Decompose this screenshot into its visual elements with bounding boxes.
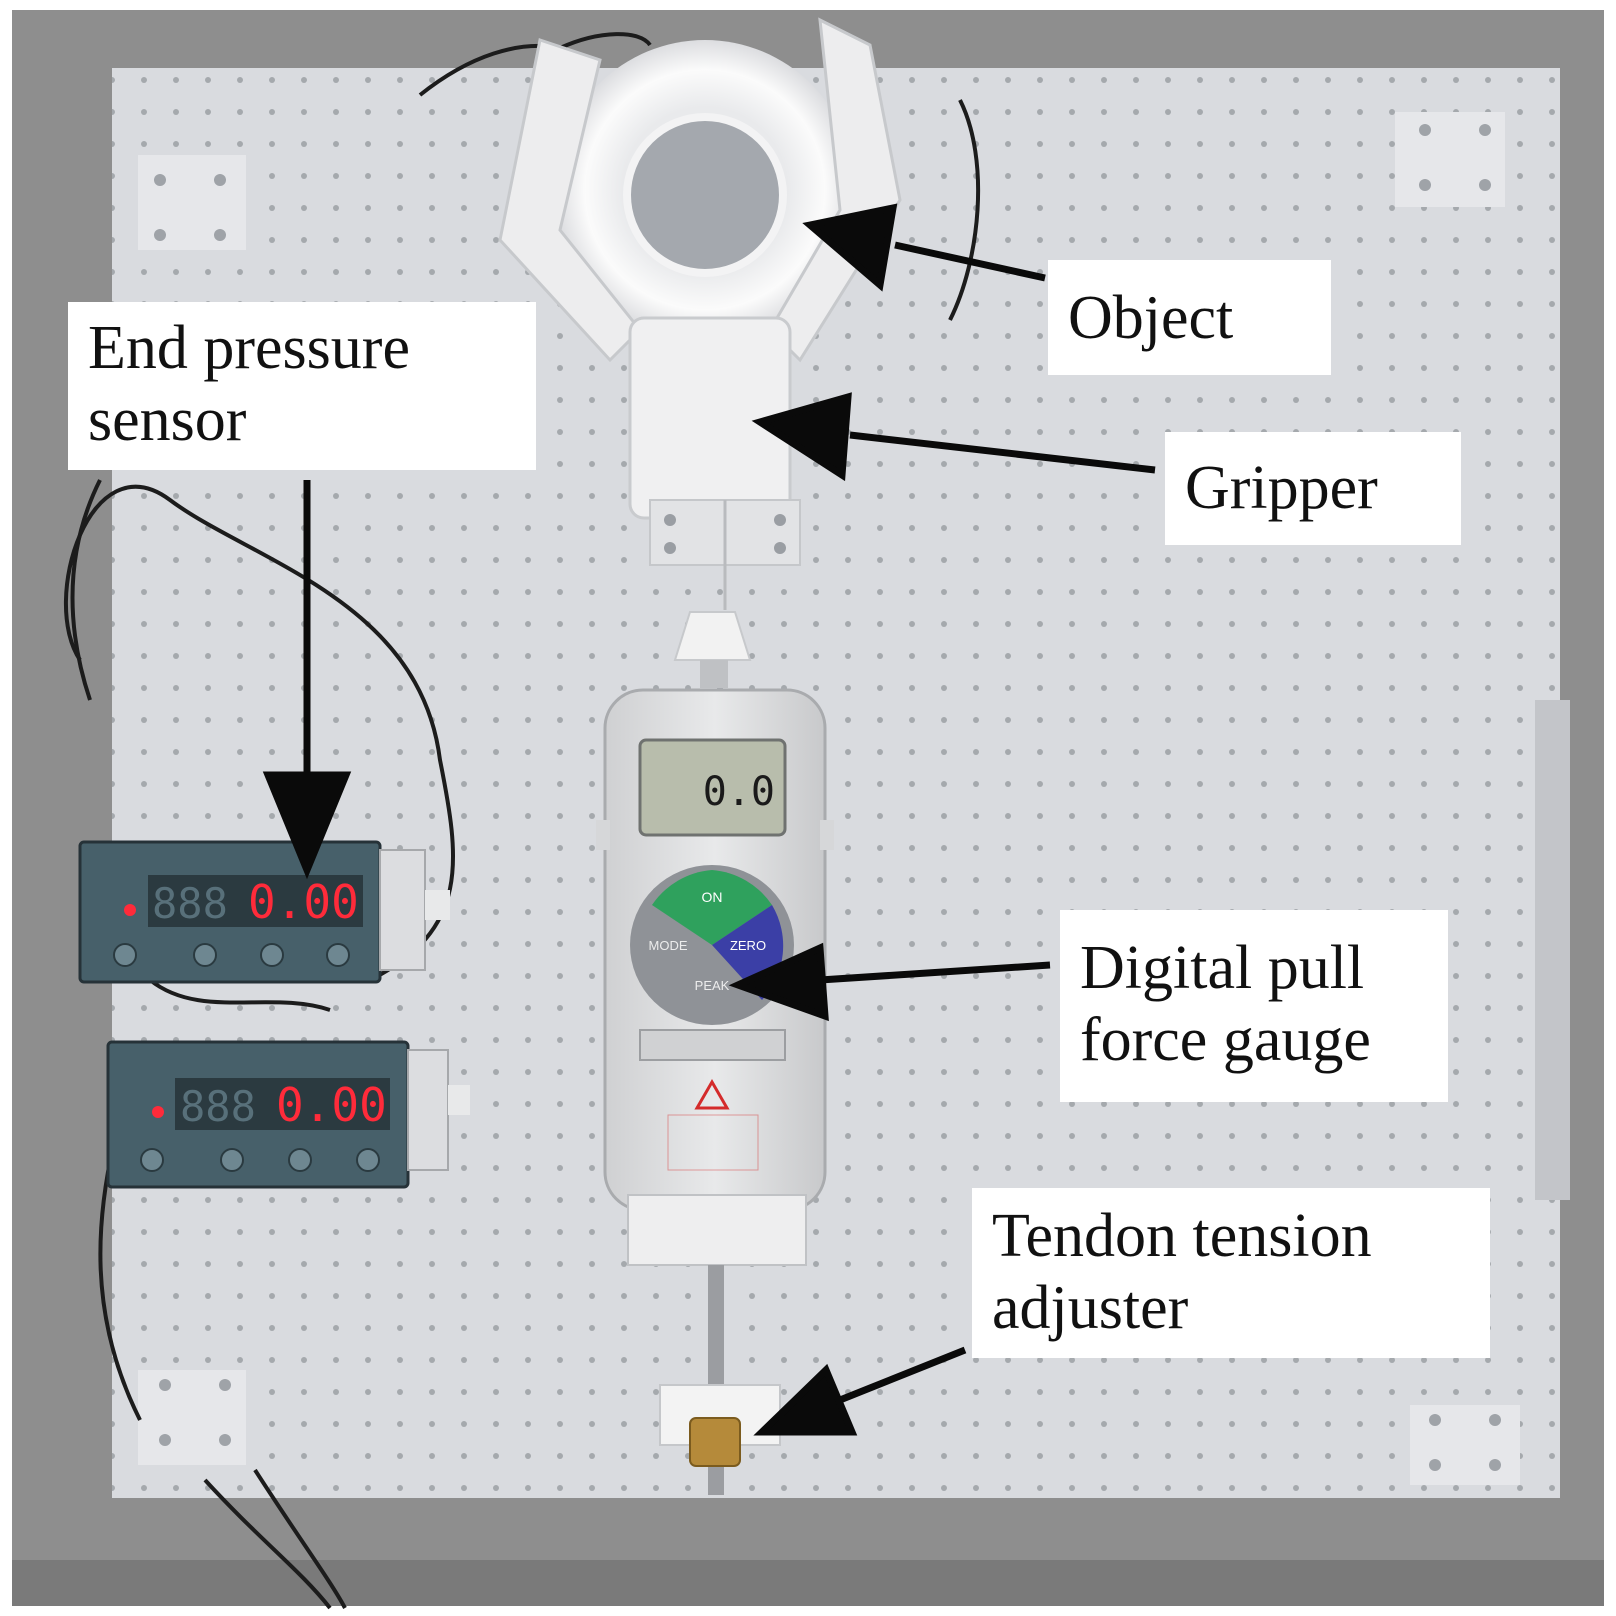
label-object: Object (1048, 260, 1331, 375)
warning-icon (694, 1078, 730, 1110)
gauge-button-peak: PEAK (695, 978, 730, 993)
arrow-gauge (819, 961, 1051, 984)
gauge-button-on: ON (702, 889, 723, 905)
sensor-cables (64, 32, 981, 1610)
label-tendon-tension-adjuster: Tendon tension adjuster (972, 1188, 1490, 1358)
annotation-arrows (262, 203, 1156, 1436)
force-gauge: 0.0 ON ZERO MODE PEAK (596, 611, 834, 1266)
object-ring (555, 40, 855, 340)
pressure-sensor-1-reading: 0.00 (248, 875, 359, 929)
arrow-gripper (849, 431, 1156, 474)
svg-text:888: 888 (180, 1082, 256, 1131)
gauge-button-mode: MODE (649, 938, 688, 953)
arrow-adjuster (838, 1346, 967, 1404)
force-gauge-reading: 0.0 (703, 769, 775, 815)
label-digital-pull-force-gauge: Digital pull force gauge (1060, 910, 1448, 1102)
pressure-sensor-2-reading: 0.00 (276, 1078, 387, 1132)
tension-adjuster (659, 1265, 781, 1495)
label-end-pressure-sensor: End pressure sensor (68, 302, 536, 470)
pressure-sensor-2: 888 0.00 (106, 1040, 470, 1189)
label-gripper: Gripper (1165, 432, 1461, 545)
gauge-button-zero: ZERO (730, 938, 766, 953)
pressure-sensor-1: 888 0.00 (78, 840, 450, 984)
arrow-object (894, 241, 1046, 282)
gripper (498, 17, 902, 610)
svg-text:888: 888 (152, 879, 228, 928)
